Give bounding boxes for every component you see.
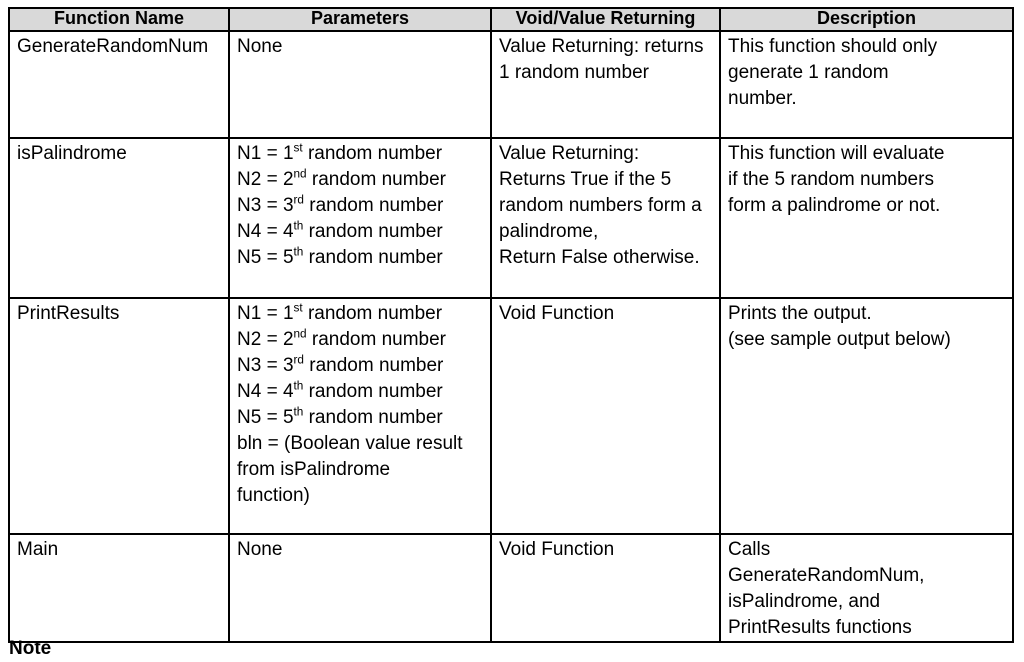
cell-line: isPalindrome — [17, 143, 127, 164]
cell-line: bln = (Boolean value result — [237, 433, 463, 454]
cell-line: if the 5 random numbers — [728, 169, 934, 190]
table-row: GenerateRandomNum None Value Returning: … — [8, 30, 1014, 139]
function-design-table: Function Name Parameters Void/Value Retu… — [8, 7, 1014, 643]
cell-line: form a palindrome or not. — [728, 195, 941, 216]
cell-function-name: Main — [8, 533, 230, 643]
cell-line: N2 = 2nd random number — [237, 167, 447, 190]
cell-line: random numbers form a — [499, 195, 702, 216]
cell-line: None — [237, 539, 283, 560]
cell-function-name: GenerateRandomNum — [8, 30, 230, 139]
cell-line: This function should only — [728, 36, 938, 57]
cell-parameters: N1 = 1st random number N2 = 2nd random nu… — [228, 297, 492, 535]
cell-line: Returns True if the 5 — [499, 169, 672, 190]
cell-void-value-returning: Void Function — [490, 533, 721, 643]
cell-line: number. — [728, 88, 797, 109]
cell-line: N5 = 5th random number — [237, 405, 443, 428]
note-label: Note — [9, 638, 52, 659]
table-row: isPalindrome N1 = 1st random number N2 = … — [8, 137, 1014, 299]
cell-line: N3 = 3rd random number — [237, 353, 444, 376]
cell-line: palindrome, — [499, 221, 599, 242]
cell-description: Prints the output. (see sample output bel… — [719, 297, 1014, 535]
cell-line: 1 random number — [499, 62, 649, 83]
cell-line: (see sample output below) — [728, 329, 951, 350]
cell-line: isPalindrome, and — [728, 591, 881, 612]
cell-line: PrintResults functions — [728, 617, 912, 638]
cell-line: GenerateRandomNum, — [728, 565, 925, 586]
cell-line: N3 = 3rd random number — [237, 193, 444, 216]
cell-line: Return False otherwise. — [499, 247, 700, 268]
cell-description: This function will evaluate if the 5 rand… — [719, 137, 1014, 299]
cell-line: N4 = 4th random number — [237, 219, 443, 242]
cell-line: from isPalindrome — [237, 459, 391, 480]
cell-line: N5 = 5th random number — [237, 245, 443, 268]
cell-line: function) — [237, 485, 310, 506]
cell-line: None — [237, 36, 283, 57]
cell-line: N1 = 1st random number — [237, 301, 443, 324]
cell-line: Main — [17, 539, 59, 560]
cell-line: PrintResults — [17, 303, 120, 324]
cell-line: N2 = 2nd random number — [237, 327, 447, 350]
cell-line: Void Function — [499, 539, 615, 560]
col-header-function-name: Function Name — [8, 7, 230, 32]
cell-function-name: PrintResults — [8, 297, 230, 535]
cell-description: This function should only generate 1 rand… — [719, 30, 1014, 139]
cell-void-value-returning: Value Returning: Returns True if the 5 ran… — [490, 137, 721, 299]
cell-void-value-returning: Value Returning: returns 1 random number — [490, 30, 721, 139]
cell-line: N1 = 1st random number — [237, 141, 443, 164]
cell-line: Calls — [728, 539, 771, 560]
table-row: PrintResults N1 = 1st random number N2 = … — [8, 297, 1014, 535]
cell-line: Void Function — [499, 303, 615, 324]
col-header-void-value-returning: Void/Value Returning — [490, 7, 721, 32]
cell-line: This function will evaluate — [728, 143, 945, 164]
cell-line: GenerateRandomNum — [17, 36, 209, 57]
col-header-parameters: Parameters — [228, 7, 492, 32]
cell-parameters: None — [228, 533, 492, 643]
cell-line: Value Returning: returns — [499, 36, 704, 57]
cell-function-name: isPalindrome — [8, 137, 230, 299]
cell-line: Value Returning: — [499, 143, 640, 164]
cell-line: Prints the output. — [728, 303, 872, 324]
cell-parameters: N1 = 1st random number N2 = 2nd random nu… — [228, 137, 492, 299]
cell-line: generate 1 random — [728, 62, 889, 83]
cell-void-value-returning: Void Function — [490, 297, 721, 535]
table-header-row: Function Name Parameters Void/Value Retu… — [8, 7, 1014, 32]
cell-parameters: None — [228, 30, 492, 139]
cell-line: N4 = 4th random number — [237, 379, 443, 402]
col-header-description: Description — [719, 7, 1014, 32]
